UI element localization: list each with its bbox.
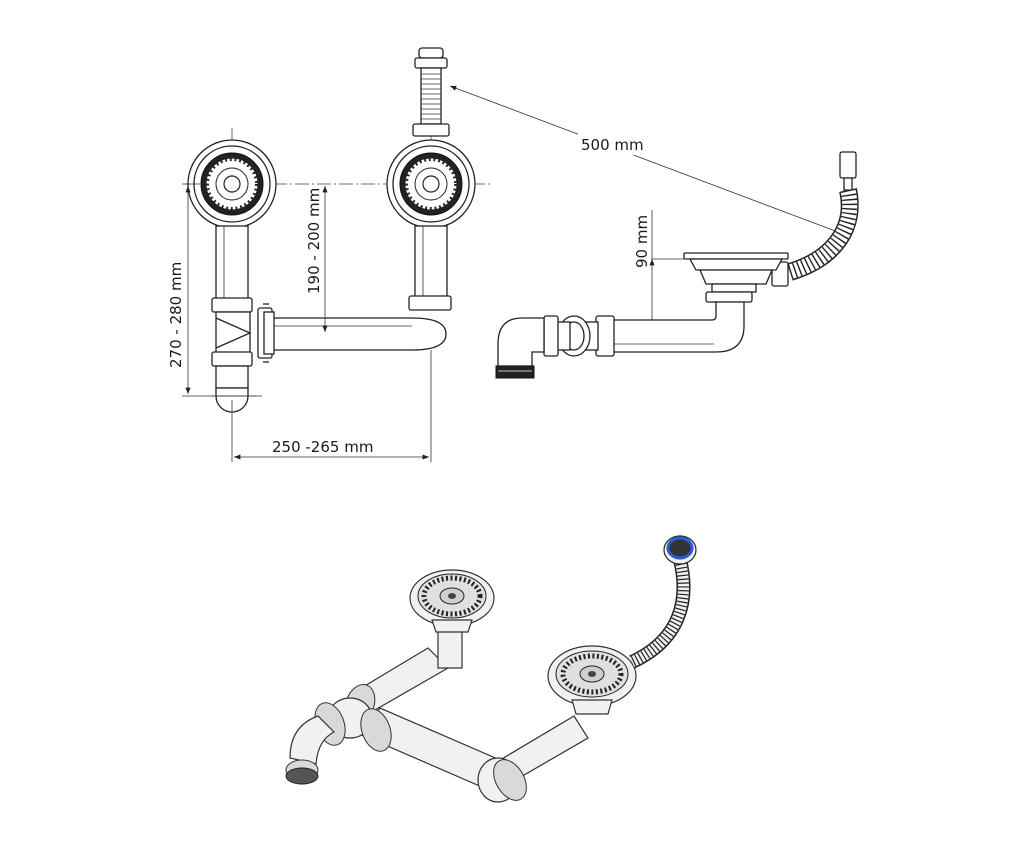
right-strainer-3d [547,645,637,715]
right-strainer-front [386,139,476,229]
corrugated-hose-side [787,188,859,281]
overflow-ring-icon [666,536,694,560]
front-view: 270 - 280 mm 190 - 200 mm 250 -265 mm [167,47,490,462]
left-strainer-3d [409,569,495,633]
overflow-hose-front [412,47,450,137]
overflow-hose-3d [628,535,697,669]
overflow-head-side [839,151,857,191]
isometric-view [285,535,697,803]
strainer-body-side [683,252,789,303]
dim-total-height: 270 - 280 mm [167,262,185,368]
dim-inlet-offset: 190 - 200 mm [305,188,323,294]
side-view: 500 mm 90 mm [449,85,859,379]
dim-bowl-spacing: 250 -265 mm [272,438,373,456]
dim-overflow-length: 500 mm [581,136,644,154]
left-strainer-front [187,139,277,229]
dim-outlet-depth: 90 mm [633,215,651,268]
